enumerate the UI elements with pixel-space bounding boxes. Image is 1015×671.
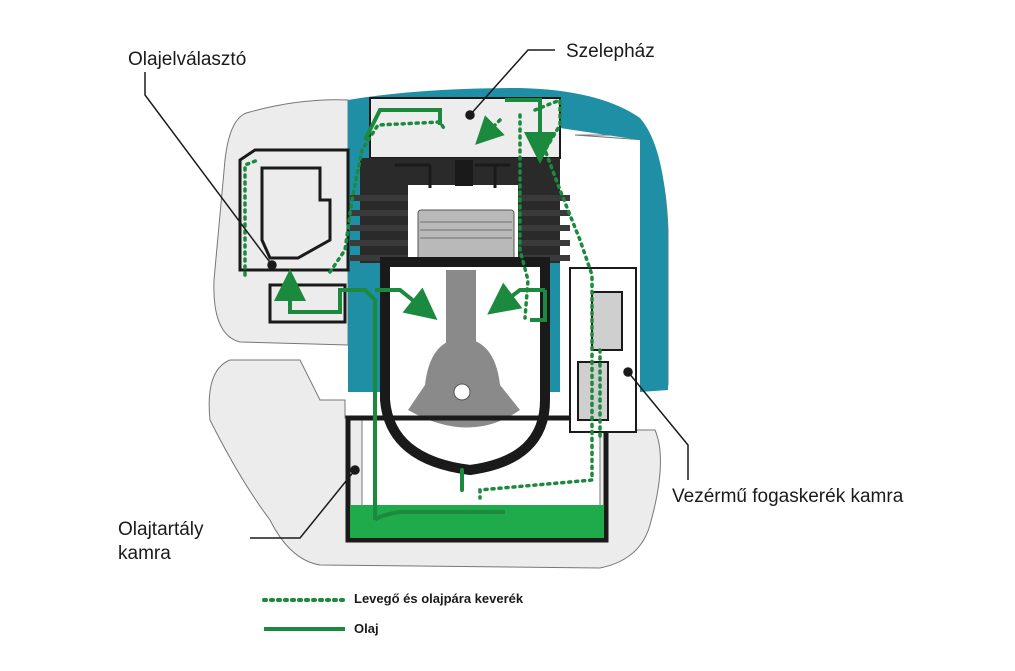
oil-fill (350, 505, 604, 538)
label-timing-gear-chamber: Vezérmű fogaskerék kamra (672, 486, 904, 507)
separator-housing (213, 99, 349, 346)
tank-pointer-dot (350, 465, 360, 475)
piston-rings (420, 221, 512, 239)
oil-flow-lines (274, 98, 556, 522)
separator-outlet (268, 283, 347, 324)
label-oil-tank-line2: kamra (118, 543, 171, 564)
label-oil-separator: Olajelválasztó (128, 49, 247, 70)
crankcase-housing (208, 359, 661, 569)
spark-plug (455, 160, 473, 186)
timing-gear-upper (591, 291, 623, 351)
label-valve-housing: Szelepház (566, 41, 655, 62)
legend-solid-label: Olaj (354, 621, 379, 636)
leader-lines (144, 49, 689, 539)
legend-dotted-label: Levegő és olajpára keverék (354, 591, 524, 606)
mist-flow-lines (243, 97, 602, 500)
crank-pin (453, 383, 471, 401)
label-oil-tank-line1: Olajtartály (118, 519, 204, 540)
timing-pointer-dot (623, 367, 633, 377)
crank-web (408, 338, 520, 428)
separator-pointer-dot (267, 260, 277, 270)
separator-chamber (260, 166, 332, 260)
valve-pointer-dot (465, 110, 475, 120)
valve-housing-body (369, 97, 561, 159)
valves (395, 163, 510, 188)
